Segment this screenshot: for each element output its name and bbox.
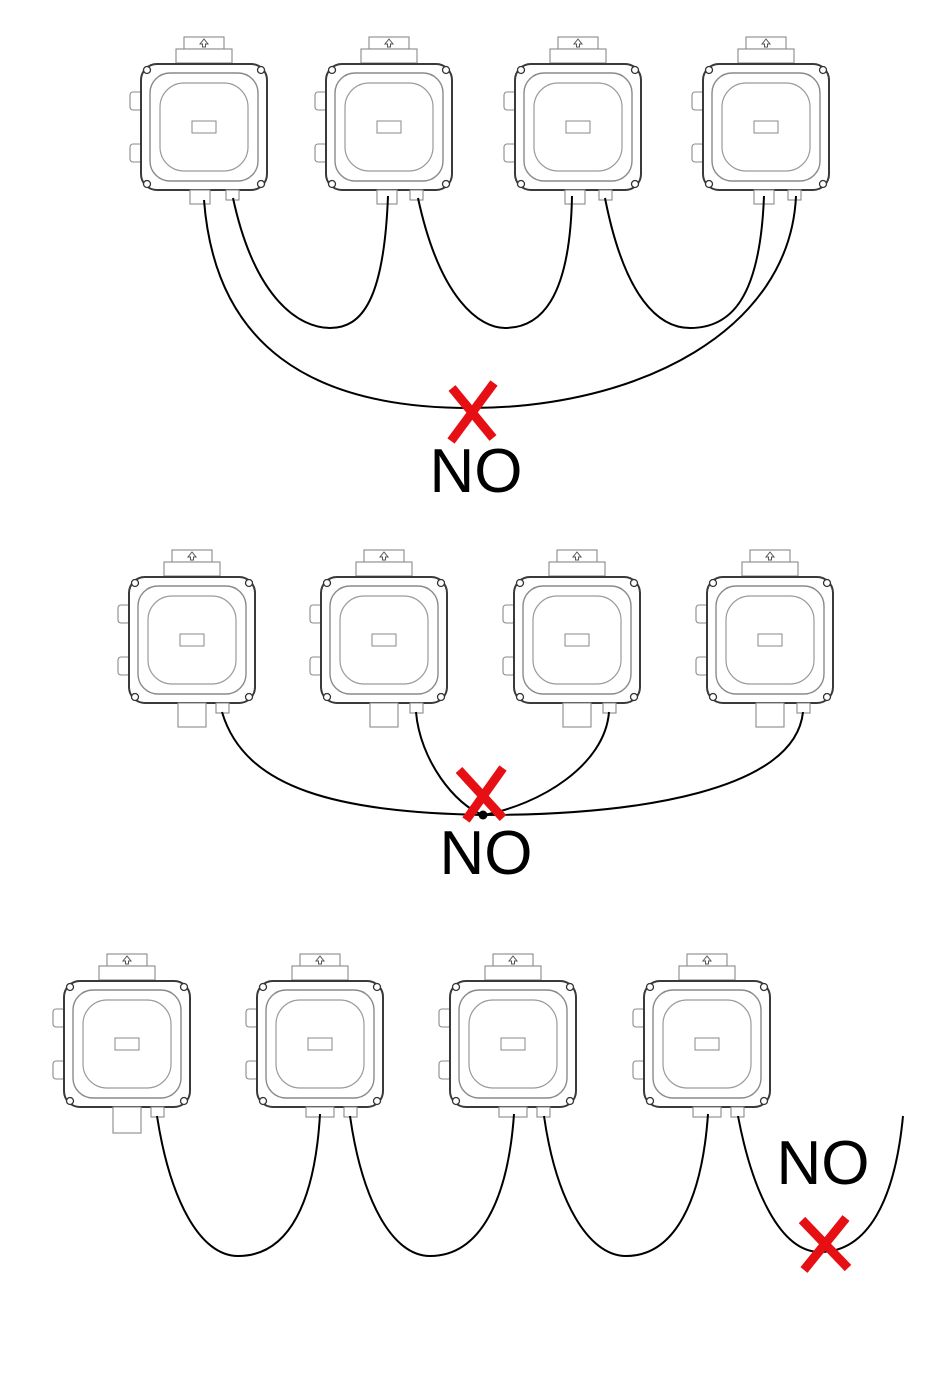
control-unit-2 — [315, 37, 452, 190]
cable-unit1-to-joint — [222, 712, 483, 815]
control-unit-4 — [692, 37, 829, 190]
control-unit-3 — [504, 37, 641, 190]
no-label: NO — [777, 1129, 870, 1198]
cable-2-3 — [350, 1114, 514, 1256]
panel1-devices — [130, 37, 829, 190]
panel-open-end: NO — [53, 954, 903, 1270]
cable-3-4 — [605, 196, 764, 328]
panel3-bottom-connectors — [113, 1107, 744, 1133]
panel3-devices — [53, 954, 770, 1107]
panel-star-joint: NO — [118, 550, 833, 888]
cable-loop-back — [204, 196, 796, 408]
control-unit-1 — [53, 954, 190, 1107]
red-cross-icon — [802, 1218, 848, 1270]
no-label: NO — [440, 819, 533, 888]
control-unit-3 — [439, 954, 576, 1107]
panel2-devices — [118, 550, 833, 703]
control-unit-4 — [696, 550, 833, 703]
control-unit-4 — [633, 954, 770, 1107]
panel1-bottom-connectors — [190, 190, 801, 204]
control-unit-3 — [503, 550, 640, 703]
no-label: NO — [430, 437, 523, 506]
control-unit-2 — [246, 954, 383, 1107]
control-unit-1 — [130, 37, 267, 190]
cable-1-2 — [233, 196, 388, 328]
cable-2-3 — [418, 196, 572, 328]
cable-unit2-to-joint — [416, 712, 483, 815]
panel2-bottom-connectors — [178, 703, 810, 727]
cable-3-4 — [544, 1114, 708, 1256]
control-unit-2 — [310, 550, 447, 703]
red-cross-icon — [451, 383, 494, 441]
panel1-cables — [204, 196, 796, 408]
control-unit-1 — [118, 550, 255, 703]
panel-ring-loop: NO — [130, 37, 829, 506]
panel2-cables — [222, 712, 803, 820]
cable-1-2 — [157, 1114, 320, 1256]
